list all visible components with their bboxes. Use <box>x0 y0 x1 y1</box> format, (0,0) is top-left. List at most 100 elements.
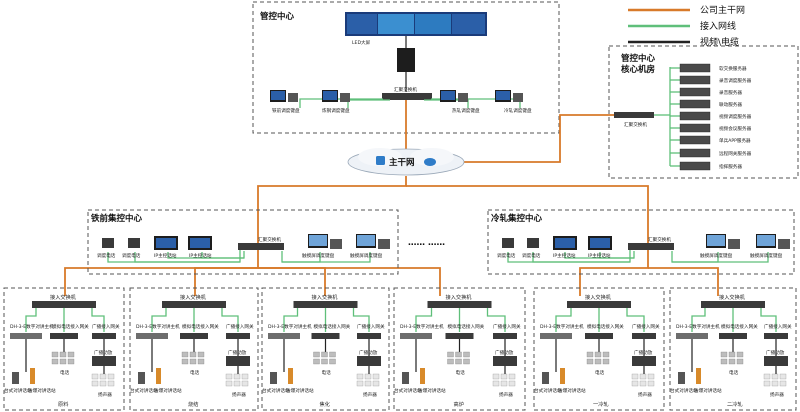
speaker-icon <box>372 373 380 380</box>
server-label: 视频会议服务器 <box>719 125 752 132</box>
aggregation-switch-icon <box>382 93 432 100</box>
phone-icon <box>197 351 205 358</box>
legend-label-video: 视频\电缆 <box>700 36 739 48</box>
desk-station-label: 台式对讲话站 <box>394 387 422 394</box>
speaker-icon <box>763 373 771 380</box>
broadcast-gateway-icon <box>226 333 250 339</box>
phone-icon <box>59 351 67 358</box>
phone-icon <box>189 358 197 365</box>
led-panel <box>415 14 451 34</box>
site-name: 原料 <box>58 400 68 408</box>
sub-center-frame <box>487 209 795 275</box>
access-link <box>532 252 630 263</box>
speaker-label: 扬声器 <box>98 391 112 398</box>
explosion-proof-intercom-icon <box>420 368 425 384</box>
device-label: 调度电话 <box>97 252 116 259</box>
phone-icon <box>447 351 454 358</box>
site-box-2: 接入交换机DH-3-E数字对讲主机模拟电话接入网关广播接入网关广播功放电话扬声器… <box>261 287 390 411</box>
server-label: 指挥服务器 <box>719 163 742 170</box>
screen-icon <box>156 238 176 248</box>
speaker-icon <box>763 380 771 387</box>
access-switch-icon <box>162 301 226 308</box>
access-link <box>91 308 105 332</box>
phone-icon <box>67 351 75 358</box>
site-box-5: 接入交换机DH-3-E数字对讲主机模拟电话接入网关广播接入网关广播功放电话扬声器… <box>669 287 797 411</box>
sub-center-switch-label: 汇聚交换机 <box>648 236 671 243</box>
phone-icon <box>181 358 189 365</box>
speaker-icon <box>508 380 516 387</box>
sub-center-title: 冷轧集控中心 <box>491 213 543 224</box>
access-switch-icon <box>293 301 358 308</box>
explosion-proof-intercom-icon <box>696 368 701 384</box>
access-switch-icon <box>427 301 492 308</box>
amplifier-icon <box>92 356 116 366</box>
server-row: 单兵APP服务器 <box>670 135 751 145</box>
phone-icon <box>313 351 320 358</box>
keyboard-icon <box>330 239 342 249</box>
broadcast-gateway-icon <box>92 333 116 339</box>
recorder-label: DH-3-E数字对讲主机 <box>400 323 444 330</box>
access-switch-label: 接入交换机 <box>180 293 207 301</box>
access-link <box>691 308 706 332</box>
server-label: 录音服务器 <box>719 89 742 96</box>
server-icon <box>679 148 711 158</box>
backbone-link <box>406 185 649 243</box>
speaker-label: 扬声器 <box>499 391 513 398</box>
desk-station-label: 台式对讲话站 <box>534 387 562 394</box>
server-icon <box>679 87 711 97</box>
phone-icon <box>313 358 320 365</box>
cc-switch-label: 汇聚交换机 <box>394 86 417 93</box>
access-switch-label: 接入交换机 <box>719 293 746 301</box>
analog-gateway-icon <box>719 333 747 339</box>
access-link <box>352 308 370 332</box>
speaker-icon <box>492 380 500 387</box>
control-center: 管控中心 LED大屏 汇聚交换机 铁前调度键盘 <box>252 1 560 134</box>
speaker-icon <box>492 373 500 380</box>
amp-label: 广播功放 <box>94 349 113 356</box>
keyboard-icon <box>778 239 790 249</box>
phone-icon <box>527 238 539 248</box>
analog-gateway-icon <box>445 333 474 339</box>
legend-label-access: 接入网线 <box>700 20 736 32</box>
access-link <box>626 308 645 332</box>
ex-station-label: 防爆对讲话站 <box>418 387 446 394</box>
server-row: 指挥服务器 <box>670 161 742 171</box>
site-box-0: 接入交换机DH-3-E数字对讲主机模拟电话接入网关广播接入网关广播功放电话扬声器… <box>3 287 125 411</box>
device-label: IP主控话站 <box>553 252 576 259</box>
backbone-link <box>258 267 326 296</box>
site-frame <box>3 287 125 411</box>
sub-center-title: 铁前集控中心 <box>91 213 143 224</box>
phone-icon <box>594 351 602 358</box>
device-label: 调度电话 <box>122 252 141 259</box>
phone-icon <box>329 351 336 358</box>
backbone-link <box>648 267 719 296</box>
server-label: 录音调度服务器 <box>719 77 752 84</box>
server-row: 远程网关服务器 <box>670 148 752 158</box>
phone-icon <box>128 238 140 248</box>
sub-center-lengzha: 冷轧集控中心 汇聚交换机 调度电话 调度电话 IP主控话站 IP主控话站 触摸屏… <box>487 209 795 275</box>
phone-label: 电话 <box>60 369 70 376</box>
access-link <box>555 308 572 332</box>
device-label: 触摸屏调度键盘 <box>302 252 335 259</box>
site-name: 一冷轧 <box>593 400 609 408</box>
phone-icon <box>51 351 59 358</box>
aggregation-switch-icon <box>238 243 284 250</box>
sub-center-switch-label: 汇聚交换机 <box>258 236 281 243</box>
desk-intercom-icon <box>402 372 409 384</box>
desk-intercom-icon <box>542 372 549 384</box>
phone-icon <box>197 358 205 365</box>
device-label: IP主控话站 <box>154 252 177 259</box>
analog-gateway-icon <box>180 333 208 339</box>
console-label: 炼钢调度键盘 <box>322 107 350 114</box>
access-switch-icon <box>701 301 765 308</box>
amplifier-icon <box>493 356 517 366</box>
broadcast-gw-label: 广播接入网关 <box>632 323 660 330</box>
device-label: 触摸屏调度键盘 <box>700 252 733 259</box>
phone-label: 电话 <box>729 369 739 376</box>
analog-gateway-icon <box>585 333 613 339</box>
keyboard-icon <box>340 93 350 102</box>
analog-gw-label: 模拟电话接入网关 <box>314 323 351 330</box>
backbone-links <box>64 100 719 296</box>
ex-station-label: 防爆对讲话站 <box>28 387 56 394</box>
